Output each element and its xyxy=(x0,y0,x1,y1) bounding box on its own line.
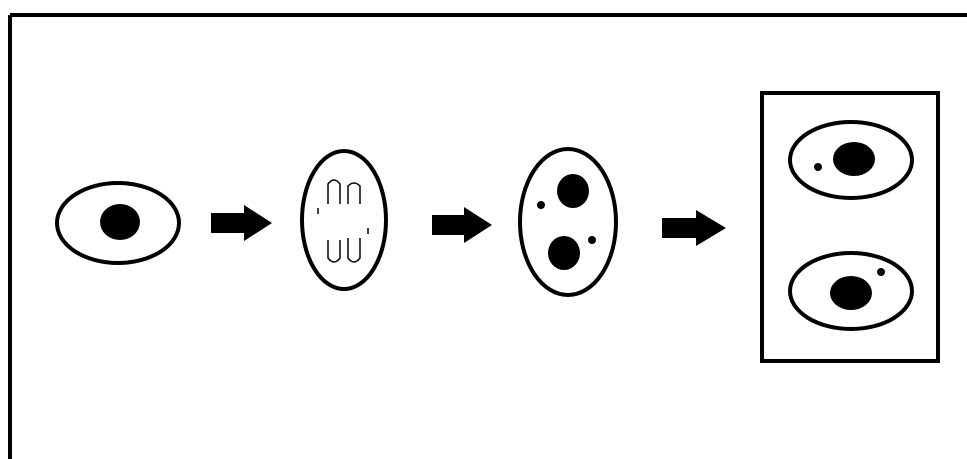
nucleus xyxy=(100,204,140,240)
nucleus xyxy=(833,142,875,176)
chromosome-upper-2 xyxy=(347,182,361,204)
stage-two-nuclei-cell xyxy=(518,147,618,297)
nucleus-top xyxy=(557,174,589,208)
daughter-cells-box xyxy=(760,91,940,363)
stage-daughter-cells xyxy=(760,91,940,363)
frame xyxy=(8,13,967,459)
arrow-1 xyxy=(211,205,272,241)
cell-membrane xyxy=(518,147,618,297)
centriole-top xyxy=(537,201,545,209)
cell-membrane xyxy=(300,149,388,291)
cell-membrane xyxy=(55,181,181,265)
chromosomes xyxy=(317,179,369,263)
daughter-cell-bottom xyxy=(788,251,914,331)
cell-membrane xyxy=(788,120,914,200)
cell-membrane xyxy=(788,251,914,331)
centriole xyxy=(877,268,885,276)
nucleus-bottom xyxy=(548,236,580,270)
arrow-3 xyxy=(662,210,726,246)
chromosome-lower-2 xyxy=(347,238,361,263)
nucleus xyxy=(830,276,872,310)
centriole-bottom xyxy=(588,236,596,244)
chromosome-upper-1 xyxy=(327,179,341,204)
chromosome-lower-1 xyxy=(327,240,341,263)
arrow-2 xyxy=(432,207,492,243)
stage-single-cell xyxy=(55,181,181,265)
stage-dividing-cell xyxy=(300,149,388,291)
daughter-cell-top xyxy=(788,120,914,200)
centriole xyxy=(814,163,822,171)
